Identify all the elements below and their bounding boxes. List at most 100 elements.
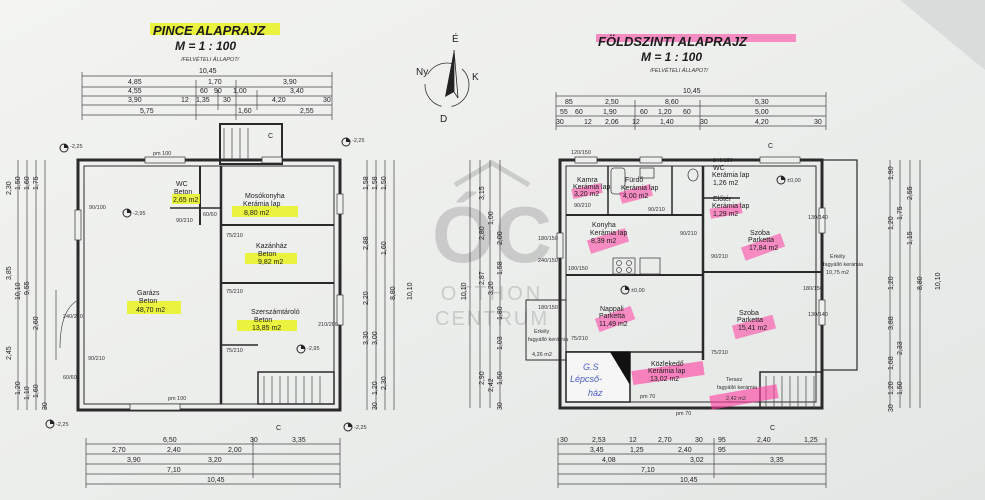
basement-room-garage-name: Garázs [137, 290, 160, 297]
basement-top-r1-c: 3,90 [283, 79, 297, 86]
ground-left-dim-4: 2,00 [497, 231, 504, 245]
ground-room-bath-finish: Kerámia lap [621, 185, 658, 192]
compass-east: K [472, 72, 479, 83]
ground-top-r1-a: 85 [565, 99, 573, 106]
ground-room-hall-finish: Kerámia lap [712, 203, 749, 210]
ground-bottom-r4-a: 7,10 [641, 467, 655, 474]
basement-left-dim-10: 1,20 [15, 381, 22, 395]
basement-opening-7: 75/210 [226, 348, 243, 354]
room-highlight [618, 184, 654, 204]
ground-right-dim-6: 1,20 [888, 276, 895, 290]
basement-level-1: -2,25 [70, 144, 83, 150]
basement-bottom-r1-a: 6,50 [163, 437, 177, 444]
handwriting-2: Lépcső- [570, 374, 602, 384]
ground-left-dim-12: 2,42 [488, 378, 495, 392]
basement-top-r2-c: 90 [214, 88, 222, 95]
basement-right-dim-7: 10,10 [407, 282, 414, 300]
ground-right-dim-13: 1,50 [897, 381, 904, 395]
ground-opening-1: 120/150 [571, 150, 591, 156]
basement-left-dim-12: 1,60 [33, 384, 40, 398]
ground-top-dimensions: 10,45 85 2,50 8,60 5,30 55 60 1,90 60 1,… [555, 88, 827, 130]
watermark-line2: CENTRUM [435, 308, 549, 330]
basement-left-dim-7: 9,55 [24, 281, 31, 295]
ground-left-dim-1: 3,15 [479, 186, 486, 200]
basement-left-dimensions: 2,30 1,50 1,60 1,75 3,85 10,10 9,55 2,60… [6, 160, 49, 410]
ground-bottom-total: 10,45 [680, 477, 698, 484]
ground-top-r2-e: 1,20 [658, 109, 672, 116]
svg-text:C: C [268, 133, 273, 140]
basement-level-5: -2,25 [56, 422, 69, 428]
basement-right-dim-9: 1,50 [381, 176, 388, 190]
ground-left-dim-11: 2,90 [479, 371, 486, 385]
basement-top-r4-c: 2,55 [300, 108, 314, 115]
basement-right-dim-12: 2,30 [381, 376, 388, 390]
ground-bottom-r3-a: 4,08 [602, 457, 616, 464]
room-highlight [709, 203, 743, 219]
ground-bottom-r2-c: 2,40 [678, 447, 692, 454]
ground-room-balcony1-area: 10,75 m2 [826, 270, 849, 276]
ground-plan: C C G.S Lépcső- ház ±0,00 ±0,00 1 [525, 143, 864, 432]
svg-text:C: C [276, 425, 281, 432]
ground-bottom-r2-a: 3,45 [590, 447, 604, 454]
ground-title: FÖLDSZINTI ALAPRAJZ [598, 34, 748, 49]
basement-left-dim-6: 10,10 [15, 282, 22, 300]
basement-top-r2-d: 1,00 [233, 88, 247, 95]
ground-room-kitchen-finish: Kerámia lap [590, 230, 627, 237]
ground-right-dim-7: 8,80 [917, 276, 924, 290]
ground-opening-5: 90/210 [680, 231, 697, 237]
ground-top-r3-g: 4,20 [755, 119, 769, 126]
ground-room-terrace-area: 2,42 m2 [726, 396, 746, 402]
ground-bottom-r2-b: 1,25 [630, 447, 644, 454]
ground-opening-8: 90/210 [711, 254, 728, 260]
basement-top-r3-c: 1,35 [196, 97, 210, 104]
basement-level-2: -2,25 [352, 138, 365, 144]
ground-top-r3-b: 12 [584, 119, 592, 126]
ground-room-bedroom2-finish: Parketta [737, 317, 763, 324]
ground-title-highlight [596, 34, 796, 42]
ground-top-r3-e: 1,40 [660, 119, 674, 126]
ground-room-living-finish: Parketta [599, 313, 625, 320]
basement-right-dim-1: 1,58 [363, 176, 370, 190]
room-highlight [731, 314, 777, 340]
ground-top-r2-d: 60 [640, 109, 648, 116]
basement-left-dim-13: 30 [42, 402, 49, 410]
ground-left-dim-14: 30 [497, 402, 504, 410]
ground-bottom-r1-b: 2,53 [592, 437, 606, 444]
basement-top-r4-a: 5,75 [140, 108, 154, 115]
basement-plan: C C [45, 123, 367, 432]
basement-left-dim-4: 1,75 [33, 176, 40, 190]
basement-opening-3: pm 100 [153, 151, 171, 157]
basement-room-garage-area: 48,70 m2 [136, 307, 165, 314]
basement-room-laundry-area: 8,80 m2 [244, 210, 269, 217]
ground-room-bedroom2-name: Szoba [739, 310, 759, 317]
ground-left-dim-8: 1,58 [497, 261, 504, 275]
ground-bottom-r1-a: 30 [560, 437, 568, 444]
ground-top-r3-c: 2,06 [605, 119, 619, 126]
basement-left-dim-3: 1,60 [24, 176, 31, 190]
ground-opening-7: 240/150 [713, 158, 733, 164]
basement-bottom-dimensions: 6,50 30 3,35 2,70 2,40 2,00 3,90 3,20 7,… [85, 437, 341, 488]
ground-level-1: ±0,00 [631, 288, 645, 294]
basement-room-laundry-finish: Kerámia lap [243, 201, 280, 208]
room-highlight [571, 182, 603, 200]
ground-room-corridor-name: Közlekedő [651, 361, 684, 368]
basement-room-wc-name: WC [176, 181, 188, 188]
ground-room-pantry-finish: Kerámia lap [573, 184, 610, 191]
ground-room-bedroom1-area: 17,84 m2 [749, 245, 778, 252]
ground-left-dim-5: 3,20 [488, 281, 495, 295]
ground-bottom-r2-d: 95 [718, 447, 726, 454]
watermark-mark: ÓC [432, 190, 552, 279]
basement-opening-6: 75/210 [226, 289, 243, 295]
ground-room-kitchen-name: Konyha [592, 222, 616, 229]
basement-top-dimensions: 10,45 4,85 1,70 3,90 4,55 60 90 1,00 3,4… [81, 68, 333, 120]
ground-top-r1-b: 2,50 [605, 99, 619, 106]
ground-opening-3: 90/210 [648, 207, 665, 213]
ground-opening-13: 75/210 [711, 350, 728, 356]
basement-right-dim-2: 2,88 [363, 236, 370, 250]
room-highlight [594, 305, 636, 333]
ground-room-bedroom2-area: 15,41 m2 [738, 325, 767, 332]
ground-bottom-dimensions: 30 2,53 12 2,70 30 95 2,40 1,25 3,45 1,2… [557, 437, 827, 488]
basement-right-dim-3: 2,20 [363, 291, 370, 305]
ground-top-total: 10,45 [683, 88, 701, 95]
ground-bottom-r1-h: 1,25 [804, 437, 818, 444]
